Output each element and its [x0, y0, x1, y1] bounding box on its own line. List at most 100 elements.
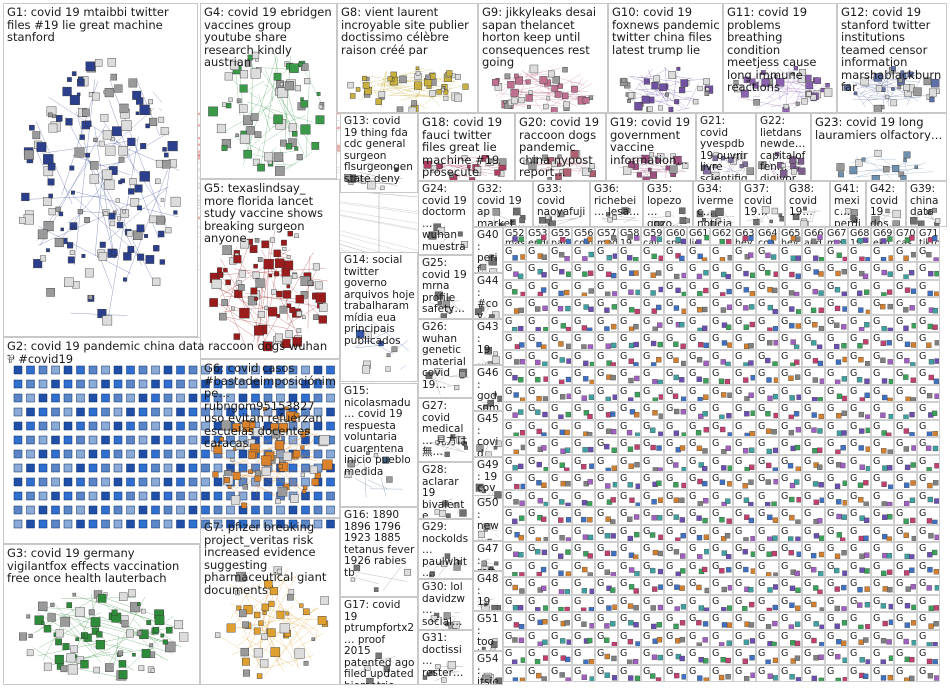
tiny-group[interactable]: G [733, 262, 756, 280]
node[interactable] [66, 602, 73, 608]
node[interactable] [582, 97, 590, 104]
tiny-group[interactable]: G [802, 594, 825, 612]
node[interactable] [239, 104, 248, 113]
node[interactable] [727, 342, 732, 348]
tiny-group[interactable]: G [641, 472, 664, 490]
node[interactable] [673, 430, 680, 436]
node[interactable] [111, 249, 118, 256]
node[interactable] [835, 653, 841, 660]
node[interactable] [201, 519, 210, 529]
tiny-group[interactable]: G [825, 629, 848, 647]
node[interactable] [449, 172, 454, 178]
node[interactable] [411, 100, 418, 107]
node[interactable] [765, 479, 771, 485]
node[interactable] [226, 435, 235, 445]
node[interactable] [676, 66, 681, 71]
node[interactable] [744, 675, 750, 681]
node[interactable] [864, 601, 870, 607]
node[interactable] [813, 499, 819, 505]
node[interactable] [117, 216, 122, 221]
node[interactable] [742, 549, 748, 555]
node[interactable] [268, 273, 273, 278]
node[interactable] [858, 411, 865, 418]
node[interactable] [743, 324, 749, 330]
tiny-group[interactable]: G [733, 524, 756, 542]
node[interactable] [32, 131, 41, 140]
node[interactable] [801, 98, 808, 105]
node[interactable] [679, 620, 686, 626]
node[interactable] [679, 636, 686, 642]
node[interactable] [261, 466, 271, 476]
node[interactable] [903, 84, 910, 91]
node[interactable] [201, 365, 210, 375]
node[interactable] [213, 393, 223, 403]
node[interactable] [101, 379, 110, 389]
node[interactable] [278, 464, 283, 469]
node[interactable] [836, 638, 842, 644]
node[interactable] [188, 449, 198, 459]
node[interactable] [151, 505, 160, 515]
node[interactable] [264, 152, 273, 162]
tiny-group[interactable]: G [503, 647, 526, 665]
node[interactable] [88, 421, 98, 431]
node[interactable] [267, 628, 276, 637]
node[interactable] [296, 154, 303, 161]
node[interactable] [38, 379, 48, 389]
node[interactable] [98, 140, 105, 147]
tiny-group[interactable]: G [526, 577, 549, 595]
node[interactable] [26, 491, 35, 501]
node[interactable] [55, 206, 61, 212]
node[interactable] [657, 604, 663, 610]
node[interactable] [126, 407, 135, 417]
node[interactable] [790, 255, 797, 261]
node[interactable] [104, 179, 115, 190]
node[interactable] [113, 463, 123, 473]
node[interactable] [105, 663, 114, 672]
node[interactable] [151, 463, 160, 473]
node[interactable] [629, 497, 635, 503]
tiny-group[interactable]: G [618, 419, 641, 437]
tiny-group[interactable]: G [848, 507, 871, 525]
tiny-group[interactable]: G [917, 244, 940, 262]
tiny-group[interactable]: G [687, 314, 710, 332]
node[interactable] [864, 378, 870, 384]
node[interactable] [13, 421, 23, 431]
tiny-group[interactable]: G [595, 489, 618, 507]
node[interactable] [139, 104, 150, 115]
tiny-group[interactable]: G [664, 244, 687, 262]
tiny-group[interactable]: G [710, 647, 733, 665]
node[interactable] [657, 654, 663, 661]
node[interactable] [818, 413, 824, 419]
node[interactable] [262, 407, 267, 412]
node[interactable] [74, 147, 85, 158]
tiny-group[interactable]: G [687, 472, 710, 490]
node[interactable] [239, 133, 250, 144]
node[interactable] [518, 409, 524, 415]
tiny-group[interactable]: G65: hey [779, 227, 802, 245]
tiny-group[interactable]: G [549, 332, 572, 350]
node[interactable] [934, 340, 940, 346]
node[interactable] [126, 491, 135, 501]
node[interactable] [85, 152, 90, 158]
node[interactable] [517, 604, 524, 610]
tiny-group[interactable]: G [917, 472, 940, 490]
node[interactable] [46, 248, 50, 253]
tiny-group[interactable]: G [733, 629, 756, 647]
node[interactable] [604, 623, 610, 629]
tiny-group[interactable]: G [687, 437, 710, 455]
node[interactable] [744, 466, 750, 472]
tiny-group[interactable]: G [641, 297, 664, 315]
node[interactable] [238, 270, 246, 278]
tiny-group[interactable]: G [710, 244, 733, 262]
tiny-group[interactable]: G [664, 262, 687, 280]
node[interactable] [88, 519, 98, 529]
tiny-group[interactable]: G [848, 629, 871, 647]
tiny-group[interactable]: G [526, 629, 549, 647]
node[interactable] [909, 656, 915, 663]
node[interactable] [701, 566, 708, 572]
tiny-group[interactable]: G [526, 612, 549, 630]
tiny-group[interactable]: G [779, 472, 802, 490]
node[interactable] [611, 272, 617, 279]
tiny-group[interactable]: G [894, 384, 917, 402]
node[interactable] [101, 421, 110, 431]
